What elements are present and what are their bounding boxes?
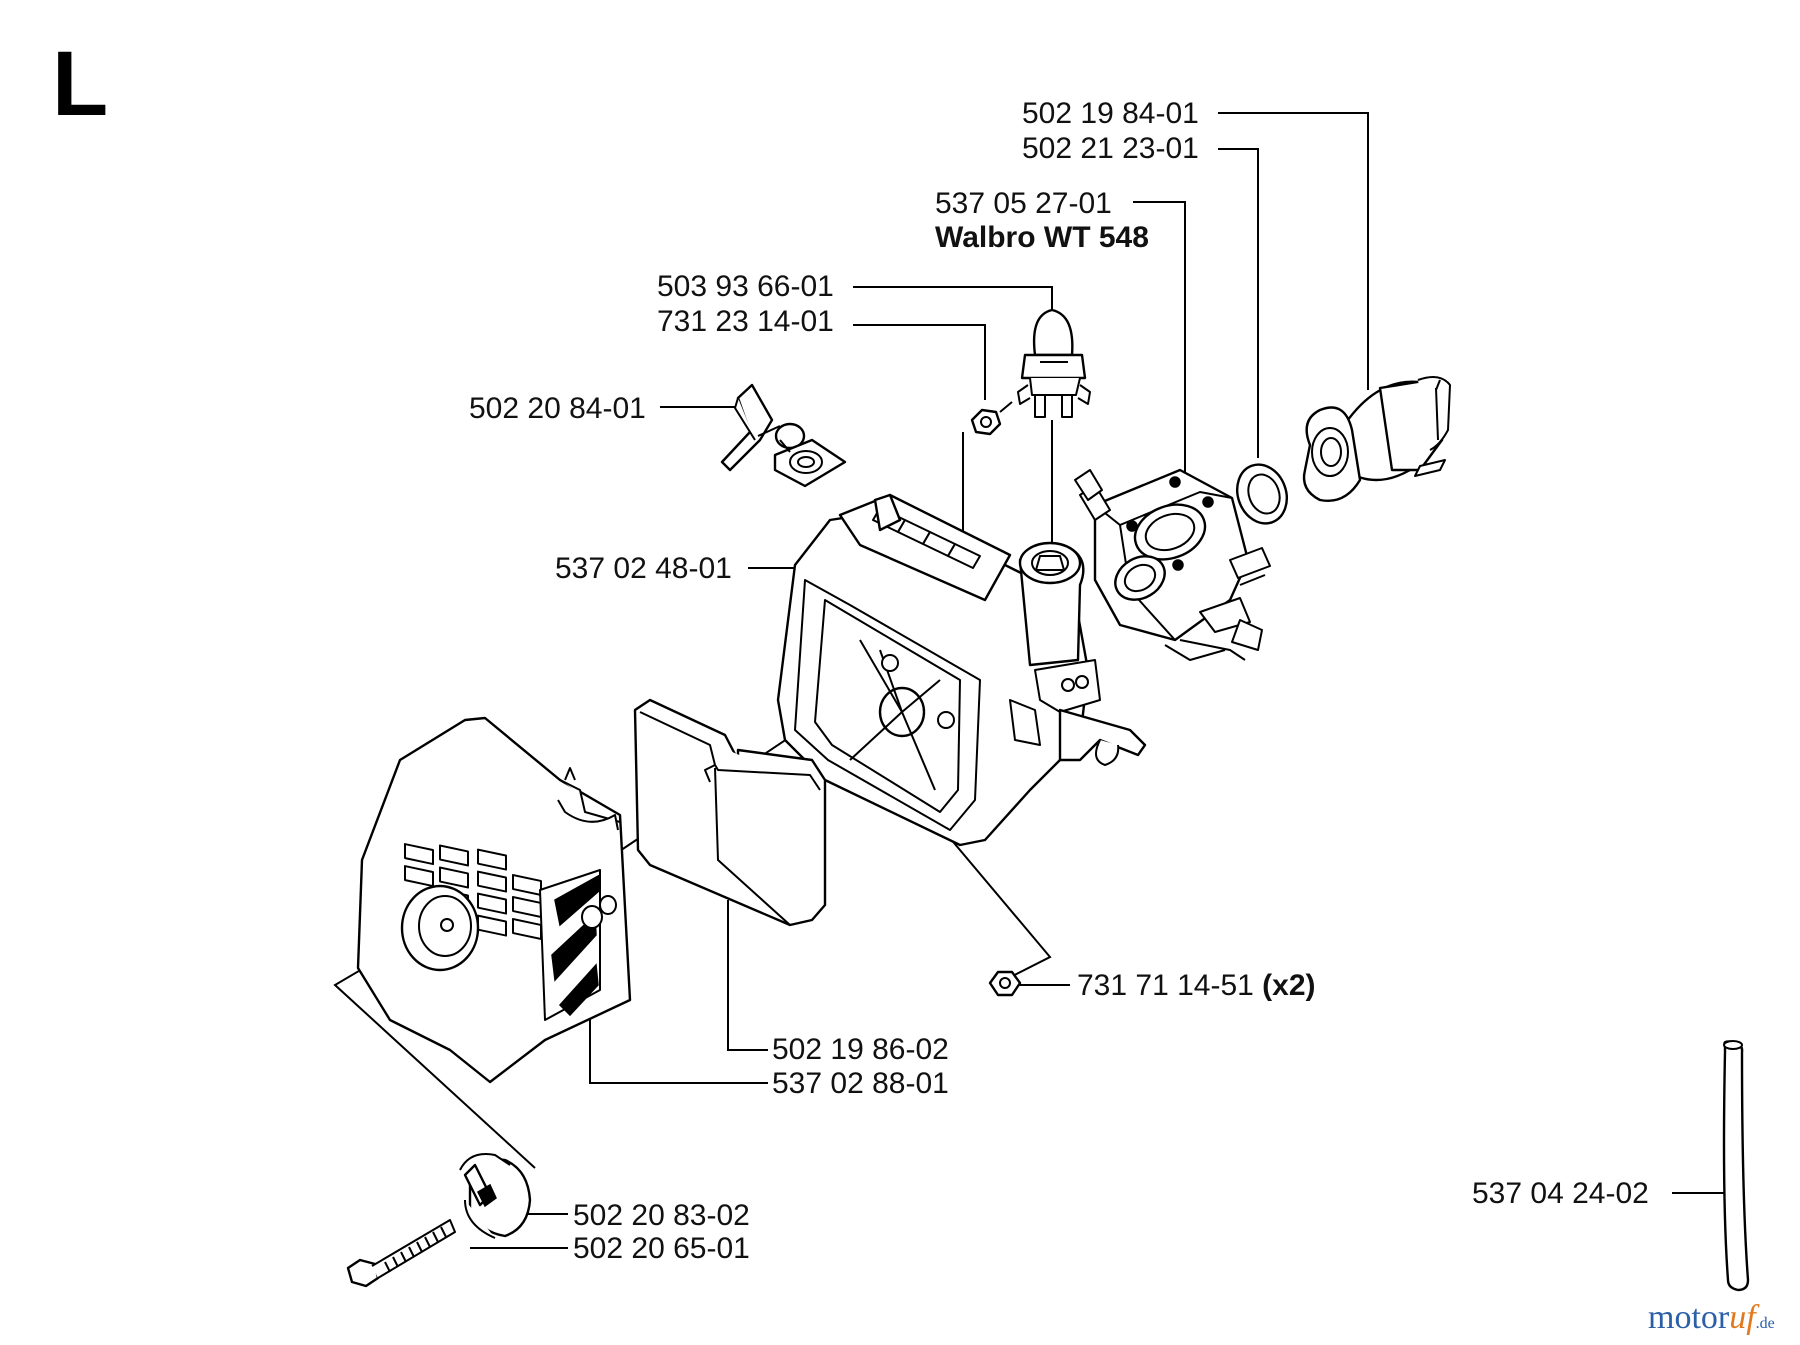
callout-731-71-14-51: 731 71 14-51 (x2): [1077, 969, 1316, 1003]
callout-502-21-23-01: 502 21 23-01: [1022, 132, 1199, 165]
leader-537-05-27-01: [1133, 201, 1186, 478]
callout-502-20-83-02: 502 20 83-02: [573, 1199, 750, 1232]
filter-housing-part: [776, 493, 1147, 847]
screw-thread: [384, 1226, 447, 1273]
leader-503-93-66-01: [853, 286, 1053, 310]
callout-502-19-86-02: 502 19 86-02: [772, 1033, 949, 1066]
nut-part: [970, 408, 1002, 436]
section-letter: L: [52, 33, 109, 135]
air-filter-part: [633, 698, 827, 927]
callout-503-93-66-01: 503 93 66-01: [657, 270, 834, 303]
callout-731-71-14-51-number: 731 71 14-51: [1077, 969, 1254, 1002]
watermark-main: motor: [1648, 1299, 1730, 1336]
callout-537-02-48-01: 537 02 48-01: [555, 552, 732, 585]
screw-part: [346, 1219, 456, 1288]
primer-bulb-part: [1017, 308, 1091, 418]
gasket-ring-part: [1236, 463, 1288, 525]
callout-502-20-84-01: 502 20 84-01: [469, 392, 646, 425]
callout-731-71-14-51-qty: (x2): [1262, 969, 1316, 1002]
carburetor-part: [1074, 468, 1271, 661]
cover-knob-part: [459, 1153, 532, 1239]
leader-537-02-88-01: [589, 1015, 768, 1084]
callout-537-02-88-01: 537 02 88-01: [772, 1067, 949, 1100]
watermark-accent: uf: [1729, 1299, 1756, 1336]
fuel-hose-part: [1722, 1040, 1750, 1292]
callout-502-19-84-01: 502 19 84-01: [1022, 97, 1199, 130]
motoruf-watermark: motoruf.de: [1648, 1300, 1775, 1342]
choke-lever-part: [720, 383, 847, 488]
watermark-suffix: .de: [1755, 1315, 1775, 1332]
callout-537-04-24-02: 537 04 24-02: [1472, 1177, 1649, 1210]
filter-cover-part: [356, 716, 632, 1084]
leader-502-19-84-01: [1218, 112, 1369, 390]
nut-x2-part: [988, 970, 1022, 997]
callout-731-23-14-01: 731 23 14-01: [657, 305, 834, 338]
leader-502-19-86-02: [727, 900, 768, 1051]
callout-walbro-model: Walbro WT 548: [935, 221, 1149, 254]
leader-731-23-14-01: [853, 324, 986, 400]
leader-502-21-23-01: [1218, 148, 1259, 458]
intake-manifold-part: [1302, 375, 1451, 502]
callout-537-05-27-01: 537 05 27-01: [935, 187, 1112, 220]
callout-502-20-65-01: 502 20 65-01: [573, 1232, 750, 1265]
